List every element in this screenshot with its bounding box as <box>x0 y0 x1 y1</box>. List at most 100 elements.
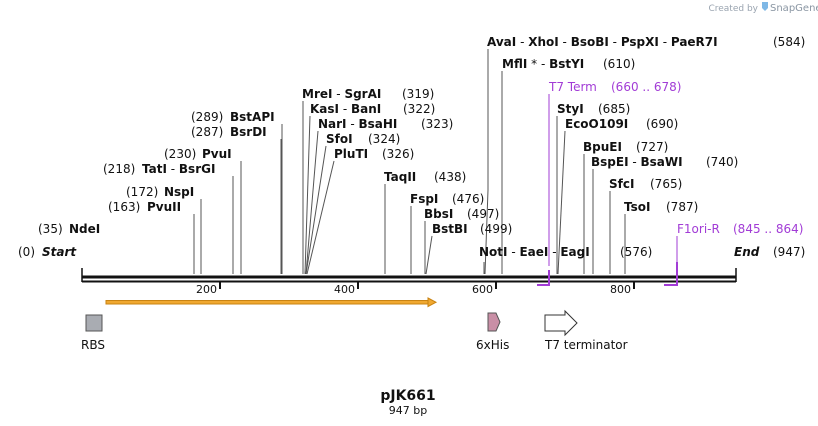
label-part: PvuII <box>147 200 181 214</box>
enzyme-label: SfcI <box>609 177 634 191</box>
primer-label: T7 Term <box>548 80 597 94</box>
restriction-site[interactable]: TatI - BsrGI(218) <box>103 162 215 176</box>
site-position: (324) <box>368 132 400 146</box>
restriction-site[interactable]: PvuI (230) <box>164 147 232 161</box>
restriction-site[interactable]: BbsI(497) <box>424 207 499 221</box>
restriction-site[interactable]: BpuEI(727) <box>583 140 668 154</box>
restriction-site[interactable]: KasI - BanI(322) <box>310 102 435 116</box>
label-part: SfcI <box>609 177 634 191</box>
restriction-site[interactable]: SfoI (324) <box>326 132 400 146</box>
ruler-tick-200: 200 <box>196 283 217 296</box>
restriction-site[interactable]: BspEI - BsaWI(740) <box>591 155 738 169</box>
site-position: (230) <box>164 147 196 161</box>
label-part: TatI <box>142 162 167 176</box>
plasmid-name: pJK661 <box>380 388 435 404</box>
restriction-site[interactable]: TsoI(787) <box>624 200 698 214</box>
label-part: EaeI <box>519 245 548 259</box>
label-part: BsrDI <box>230 125 267 139</box>
site-position: (319) <box>402 87 434 101</box>
restriction-site[interactable]: NdeI(35) <box>38 222 100 236</box>
enzyme-label: MreI - SgrAI <box>302 87 381 101</box>
restriction-site[interactable]: AvaI - XhoI - BsoBI - PspXI - PaeR7I(584… <box>487 35 805 49</box>
snapgene-logo-icon <box>762 2 768 11</box>
restriction-site[interactable]: T7 Term(660 .. 678) <box>548 80 681 94</box>
label-part: - <box>516 35 528 49</box>
primer-label: F1ori-R <box>677 222 720 236</box>
restriction-site[interactable]: NspI(172) <box>126 185 194 199</box>
site-position: (499) <box>480 222 512 236</box>
restriction-site[interactable]: NarI - BsaHI(323) <box>318 117 453 131</box>
enzyme-label: NotI - EaeI - EagI <box>479 245 590 259</box>
restriction-site[interactable]: BstBI (499) <box>432 222 512 236</box>
feature-rbs-label: RBS <box>81 338 105 352</box>
restriction-site[interactable]: SfcI (765) <box>609 177 682 191</box>
enzyme-label: EcoO109I <box>565 117 628 131</box>
label-part: TaqII <box>384 170 416 184</box>
restriction-site[interactable]: MreI - SgrAI (319) <box>302 87 434 101</box>
label-part: KasI <box>310 102 339 116</box>
restriction-site[interactable]: PluTI(326) <box>334 147 414 161</box>
restriction-site[interactable]: BstAPI (289) <box>191 110 275 124</box>
restriction-site[interactable]: EcoO109I (690) <box>565 117 678 131</box>
terminator-arrow-icon <box>544 309 578 337</box>
label-part: - <box>548 245 560 259</box>
end-label: End <box>734 245 760 259</box>
site-position: (322) <box>403 102 435 116</box>
label-part: PvuI <box>202 147 232 161</box>
enzyme-label: SfoI <box>326 132 353 146</box>
label-part: BstAPI <box>230 110 275 124</box>
site-position: (727) <box>636 140 668 154</box>
site-position: (765) <box>650 177 682 191</box>
enzyme-label: FspI <box>410 192 438 206</box>
enzyme-label: BstBI <box>432 222 468 236</box>
site-leader-line <box>425 235 433 275</box>
restriction-site[interactable]: StyI(685) <box>557 102 630 116</box>
site-leader-lines <box>193 49 678 275</box>
label-part: EcoO109I <box>565 117 628 131</box>
restriction-site[interactable]: MflI * - BstYI(610) <box>502 57 635 71</box>
site-position: (610) <box>603 57 635 71</box>
label-part: MreI <box>302 87 332 101</box>
restriction-site[interactable]: NotI - EaeI - EagI (576) <box>479 245 652 259</box>
site-position: (690) <box>646 117 678 131</box>
label-part: NotI <box>479 245 508 259</box>
label-part: * - <box>527 57 549 71</box>
ruler: 200 400 600 800 <box>196 282 635 296</box>
enzyme-label: PvuI <box>202 147 232 161</box>
label-part: NarI <box>318 117 347 131</box>
site-position: (740) <box>706 155 738 169</box>
start-position: (0) <box>18 245 35 259</box>
site-leader-line <box>305 145 327 275</box>
site-position: (289) <box>191 110 223 124</box>
feature-rbs: RBS <box>81 314 105 352</box>
label-part: AvaI <box>487 35 516 49</box>
restriction-site[interactable]: PvuII(163) <box>108 200 181 214</box>
site-position: (685) <box>598 102 630 116</box>
label-part: - <box>167 162 179 176</box>
feature-t7-terminator-label: T7 terminator <box>544 338 628 352</box>
dna-backbone <box>81 268 737 283</box>
feature-6xhis-label: 6xHis <box>476 338 509 352</box>
label-part: SgrAI <box>344 87 381 101</box>
label-part: - <box>508 245 520 259</box>
label-part: F1ori-R <box>677 222 720 236</box>
end-position: (947) <box>773 245 805 259</box>
site-position: (497) <box>467 207 499 221</box>
label-part: SfoI <box>326 132 353 146</box>
enzyme-label: PvuII <box>147 200 181 214</box>
label-part: BsaHI <box>359 117 398 131</box>
restriction-site[interactable]: BsrDI(287) <box>191 125 267 139</box>
restriction-site[interactable]: FspI(476) <box>410 192 484 206</box>
label-part: - <box>339 102 351 116</box>
restriction-site[interactable]: F1ori-R(845 .. 864) <box>677 222 803 236</box>
enzyme-label: TaqII <box>384 170 416 184</box>
his-tag-icon <box>487 312 501 332</box>
site-leader-line <box>306 160 335 275</box>
label-part: BstBI <box>432 222 468 236</box>
label-part: PaeR7I <box>671 35 718 49</box>
restriction-site[interactable]: TaqII(438) <box>384 170 466 184</box>
label-part: NspI <box>164 185 194 199</box>
rbs-box-icon <box>85 314 103 332</box>
enzyme-label: PluTI <box>334 147 368 161</box>
site-position: (576) <box>620 245 652 259</box>
